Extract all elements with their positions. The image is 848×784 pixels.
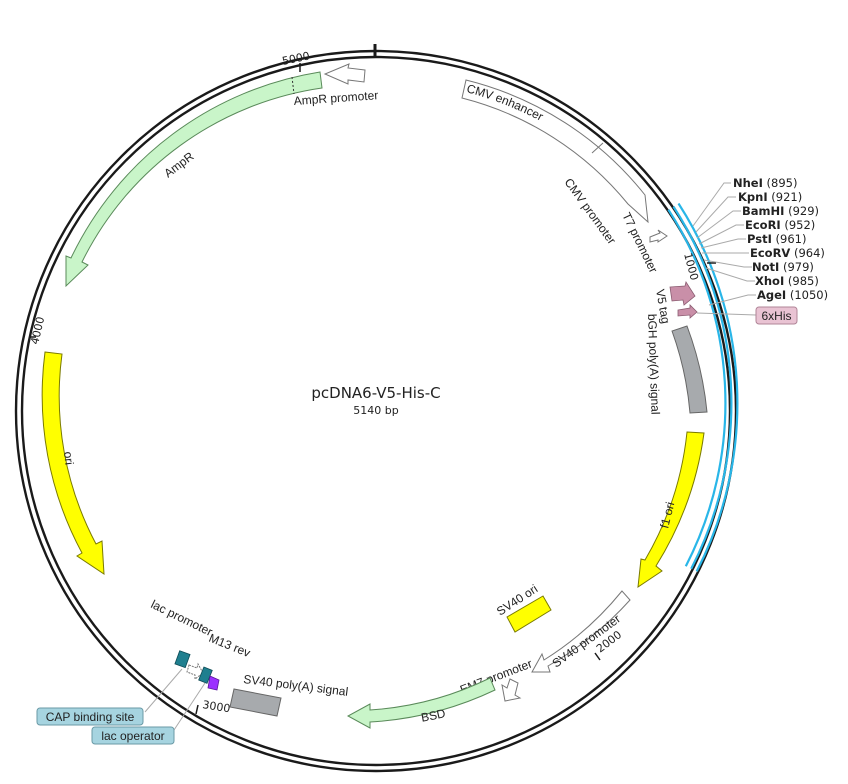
cmv-enhancer-arrow: [461, 79, 649, 224]
v5-tag-arrow: [669, 281, 696, 306]
scale-ticks: [29, 63, 716, 715]
cap-site-block: [174, 650, 191, 669]
site-nhei: NheI (895): [733, 176, 797, 190]
ampr-arrow: [65, 71, 323, 288]
bgh-polya-label: bGH poly(A) signal: [645, 314, 663, 415]
cmv-divider: [591, 142, 604, 154]
sv40-promoter-arrow: [531, 590, 631, 673]
v5-tag-label: V5 tag: [653, 288, 673, 325]
site-agei: AgeI (1050): [757, 288, 828, 302]
tick-label-4000: 4000: [28, 315, 47, 345]
mcs-highlight: [667, 202, 739, 572]
f1-ori-label: f1 ori: [657, 500, 677, 529]
plasmid-name: pcDNA6-V5-His-C: [311, 384, 440, 402]
sv40-ori-block: [506, 595, 552, 633]
site-noti: NotI (979): [752, 260, 814, 274]
f1-ori-arrow: [637, 431, 705, 589]
bsd-text: BSD: [420, 706, 447, 725]
lac-promoter-label: lac promoter: [149, 597, 215, 639]
restriction-sites: NheI (895) KpnI (921) BamHI (929) EcoRI …: [733, 176, 828, 302]
m13-rev-arrow: [207, 675, 220, 691]
ori-label: ori: [61, 451, 76, 466]
bgh-polya-block: [671, 325, 708, 414]
lac-operator-box: [91, 726, 175, 745]
site-bamhi: BamHI (929): [742, 204, 819, 218]
site-ecori: EcoRI (952): [745, 218, 815, 232]
bsd-arrow: [346, 677, 496, 729]
lac-operator-label: lac operator: [101, 729, 164, 743]
his-tag-arrow: [677, 304, 698, 319]
ampr-promoter-arrow: [323, 63, 366, 85]
bsd-label: BSD: [420, 706, 447, 725]
cap-site-box: [36, 707, 144, 726]
tick-label-3000: 3000: [202, 698, 232, 715]
plasmid-size: 5140 bp: [353, 404, 398, 417]
em7-promoter-arrow: [501, 678, 522, 702]
site-psti: PstI (961): [747, 232, 806, 246]
lac-operator-leader: [173, 682, 206, 731]
site-kpni: KpnI (921): [738, 190, 802, 204]
tick-label-1000: 1000: [681, 251, 701, 281]
his-tag-box: [755, 306, 798, 325]
his-tag-leader: [696, 312, 757, 316]
cap-site-label: CAP binding site: [46, 710, 135, 724]
m13-rev-label: M13 rev: [207, 631, 252, 660]
t7-promoter-arrow: [649, 229, 668, 243]
his-tag-label: 6xHis: [761, 309, 791, 323]
site-leaders: [692, 182, 756, 306]
tick-label-5000: 5000: [281, 49, 311, 68]
site-xhoi: XhoI (985): [755, 274, 819, 288]
cmv-promoter-label: CMV promoter: [562, 176, 619, 247]
sv40-polya-block: [229, 688, 282, 717]
site-ecorv: EcoRV (964): [750, 246, 825, 260]
ori-arrow: [41, 351, 105, 575]
cap-site-leader: [144, 668, 183, 713]
ampr-divider: [291, 76, 295, 95]
t7-promoter-label: T7 promoter: [619, 210, 660, 275]
lac-promoter-arrow: [186, 662, 204, 680]
ampr-promoter-label: AmpR promoter: [293, 88, 378, 108]
